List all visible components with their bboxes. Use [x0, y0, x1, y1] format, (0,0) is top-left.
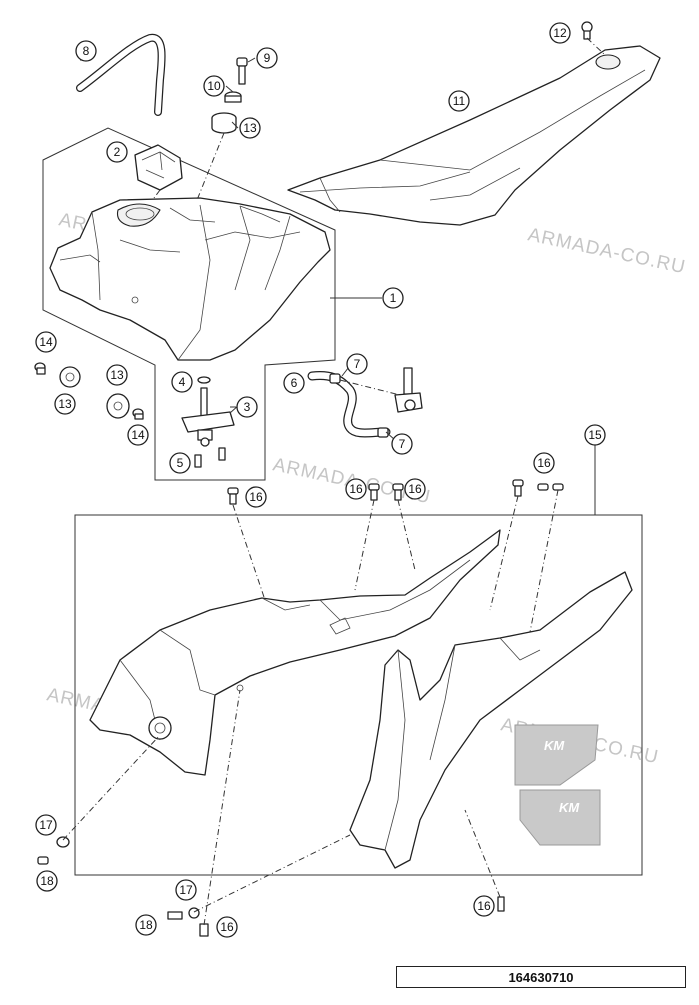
tank-decal: KM [519, 789, 601, 846]
callout-7: 7 [391, 433, 413, 455]
svg-text:1: 1 [390, 291, 397, 305]
svg-text:16: 16 [249, 490, 263, 504]
right-side-panel [349, 571, 633, 869]
fuel-tap [181, 376, 235, 447]
svg-text:13: 13 [243, 121, 257, 135]
callout-7: 7 [346, 353, 368, 375]
side-panel-group-outline [74, 514, 643, 876]
svg-text:8: 8 [83, 44, 90, 58]
decal-logo: KM [559, 800, 580, 815]
callout-16: 16 [404, 478, 426, 500]
svg-text:14: 14 [131, 428, 145, 442]
fuel-tank-group-outline [42, 127, 336, 481]
fuel-tap-valve [394, 367, 423, 413]
svg-text:16: 16 [408, 482, 422, 496]
svg-text:5: 5 [177, 456, 184, 470]
callout-16: 16 [345, 478, 367, 500]
callout-4: 4 [171, 371, 193, 393]
tank-screw [236, 57, 248, 85]
svg-text:10: 10 [207, 79, 221, 93]
svg-text:18: 18 [139, 918, 153, 932]
callout-17: 17 [175, 879, 197, 901]
svg-text:2: 2 [114, 145, 121, 159]
callout-17: 17 [35, 814, 57, 836]
svg-text:13: 13 [58, 397, 72, 411]
callout-11: 11 [448, 90, 470, 112]
seat-screw [581, 21, 593, 40]
hose-clamp [329, 373, 389, 438]
washer [224, 91, 242, 103]
svg-text:15: 15 [588, 428, 602, 442]
diagram-part-number: 164630710 [396, 966, 686, 988]
svg-text:16: 16 [220, 920, 234, 934]
callout-10: 10 [203, 75, 225, 97]
callout-16: 16 [0, 0, 7, 7]
svg-text:17: 17 [179, 883, 193, 897]
callout-16: 16 [473, 895, 495, 917]
callout-14: 14 [35, 331, 57, 353]
callout-15: 15 [584, 424, 606, 446]
tank-decal: KM [514, 724, 599, 786]
callout-13: 13 [54, 393, 76, 415]
svg-text:7: 7 [399, 437, 406, 451]
callout-3: 3 [236, 396, 258, 418]
watermark: ARMADA-CO.RU [526, 224, 688, 278]
callout-18: 18 [135, 914, 157, 936]
panel-washer [56, 836, 200, 919]
callout-18: 18 [36, 870, 58, 892]
fuel-line [307, 371, 391, 438]
svg-text:14: 14 [39, 335, 53, 349]
callout-16: 16 [216, 916, 238, 938]
svg-text:13: 13 [110, 368, 124, 382]
callout-13: 13 [106, 364, 128, 386]
svg-text:12: 12 [553, 26, 567, 40]
callout-1: 1 [382, 287, 404, 309]
svg-text:3: 3 [244, 400, 251, 414]
callout-8: 8 [75, 40, 97, 62]
callout-6: 6 [283, 372, 305, 394]
svg-text:11: 11 [453, 94, 466, 108]
callout-2: 2 [106, 141, 128, 163]
fuel-cap [134, 144, 183, 191]
callout-13: 13 [239, 117, 261, 139]
svg-text:9: 9 [264, 51, 271, 65]
tank-bolt [34, 362, 46, 375]
svg-text:18: 18 [40, 874, 54, 888]
fuel-tank [49, 197, 331, 361]
svg-text:16: 16 [349, 482, 363, 496]
callout-12: 12 [549, 22, 571, 44]
left-side-panel [89, 529, 501, 776]
panel-screw [227, 479, 564, 505]
decal-logo: KM [544, 738, 565, 753]
callout-9: 9 [256, 47, 278, 69]
callout-16: 16 [245, 486, 267, 508]
callout-16: 16 [533, 452, 555, 474]
rubber-bushing [211, 112, 237, 134]
svg-text:17: 17 [39, 818, 53, 832]
fuel-tap-screw [194, 447, 226, 468]
callout-14: 14 [127, 424, 149, 446]
svg-text:16: 16 [537, 456, 551, 470]
tank-bolt [132, 408, 144, 420]
callout-5: 5 [169, 452, 191, 474]
svg-text:16: 16 [477, 899, 491, 913]
seat [287, 45, 661, 226]
svg-text:4: 4 [179, 375, 186, 389]
panel-bolt [37, 856, 505, 937]
rubber-bushing [59, 366, 81, 388]
svg-text:6: 6 [291, 376, 298, 390]
svg-text:7: 7 [354, 357, 361, 371]
rubber-bushing [106, 393, 130, 419]
